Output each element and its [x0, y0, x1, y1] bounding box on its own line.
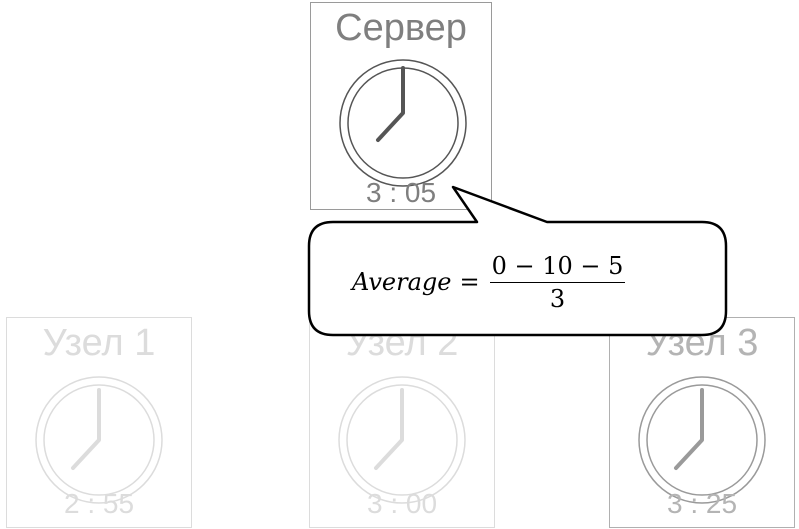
formula-lhs: Average [352, 268, 452, 296]
node-time: 2 : 55 [63, 488, 135, 519]
node-time: 3 : 00 [366, 488, 438, 519]
formula-numerator: 0 − 10 − 5 [489, 252, 626, 283]
server-name: Сервер [335, 7, 467, 49]
node-panel-1: Узел 1 2 : 55 [6, 317, 192, 528]
clock-icon [35, 376, 163, 504]
average-formula: Average = 0 − 10 − 5 3 [352, 245, 626, 319]
clock-icon [338, 376, 466, 504]
server-time: 3 : 05 [365, 177, 437, 208]
node-time: 3 : 25 [666, 488, 738, 519]
clock-icon [339, 59, 467, 187]
formula-equals: = [459, 268, 480, 296]
formula-fraction: 0 − 10 − 5 3 [489, 252, 626, 313]
formula-denominator: 3 [549, 284, 566, 313]
node-name: Узел 1 [42, 322, 156, 364]
clock-icon [638, 376, 766, 504]
node-panel-3: Узел 3 3 : 25 [609, 317, 795, 528]
node-panel-2: Узел 2 3 : 00 [309, 317, 495, 528]
server-panel: Сервер 3 : 05 [310, 2, 492, 210]
